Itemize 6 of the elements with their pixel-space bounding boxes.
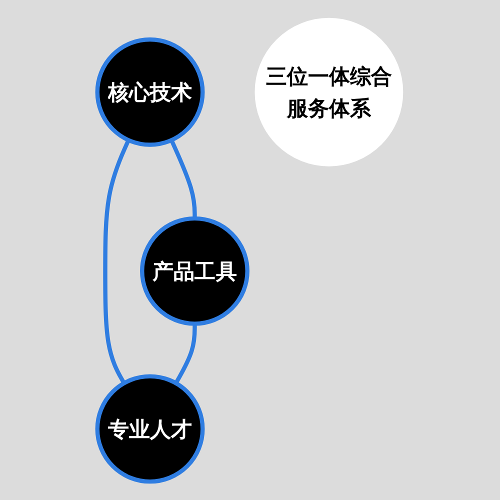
- node-circle: 产品工具: [140, 216, 250, 326]
- connector: [170, 139, 197, 218]
- connector: [174, 324, 197, 384]
- node-circle: 专业人才: [95, 374, 205, 484]
- connector: [103, 139, 130, 384]
- node-circle: 三位一体综合服务体系: [254, 18, 404, 166]
